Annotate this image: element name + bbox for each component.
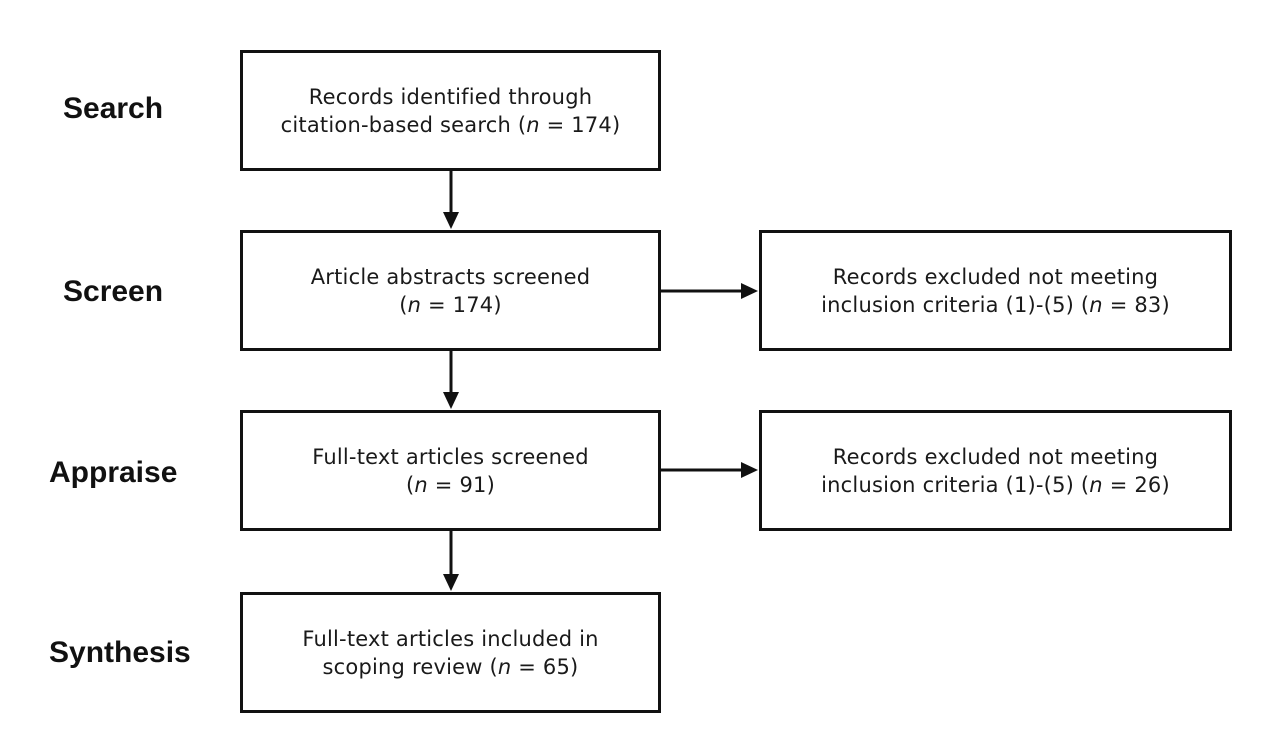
arrowhead-screen-to-appraise: [443, 392, 459, 409]
box-fulltext-screened-line1: Full-text articles screened: [312, 444, 589, 469]
arrowhead-search-to-screen: [443, 212, 459, 229]
box-records-identified: Records identified through citation-base…: [240, 50, 661, 171]
arrowhead-appraise-to-synthesis: [443, 574, 459, 591]
box-abstracts-screened: Article abstracts screened (n = 174): [240, 230, 661, 351]
box-records-excluded-abstracts-line1: Records excluded not meeting: [832, 264, 1159, 289]
box-records-identified-line1: Records identified through: [308, 84, 593, 109]
box-records-excluded-fulltext: Records excluded not meeting inclusion c…: [759, 410, 1232, 531]
box-records-excluded-abstracts-line2: inclusion criteria (1)-(5) (n = 83): [821, 292, 1170, 317]
box-fulltext-screened-line2: (n = 91): [406, 472, 495, 497]
box-records-excluded-abstracts: Records excluded not meeting inclusion c…: [759, 230, 1232, 351]
box-articles-included: Full-text articles included in scoping r…: [240, 592, 661, 713]
stage-label-screen: Screen: [63, 275, 164, 308]
box-records-identified-line2: citation-based search (n = 174): [280, 112, 621, 137]
box-records-excluded-fulltext-line1: Records excluded not meeting: [832, 444, 1159, 469]
stage-label-synthesis: Synthesis: [49, 636, 191, 669]
box-articles-included-line2: scoping review (n = 65): [322, 654, 579, 679]
box-fulltext-screened: Full-text articles screened (n = 91): [240, 410, 661, 531]
arrowhead-abstracts-to-excluded: [741, 283, 758, 299]
box-abstracts-screened-line2: (n = 174): [399, 292, 502, 317]
box-abstracts-screened-line1: Article abstracts screened: [310, 264, 591, 289]
stage-label-search: Search: [63, 92, 164, 125]
arrowhead-fulltext-to-excluded: [741, 462, 758, 478]
stage-label-appraise: Appraise: [49, 456, 178, 489]
box-records-excluded-fulltext-line2: inclusion criteria (1)-(5) (n = 26): [821, 472, 1170, 497]
box-articles-included-line1: Full-text articles included in: [302, 626, 599, 651]
